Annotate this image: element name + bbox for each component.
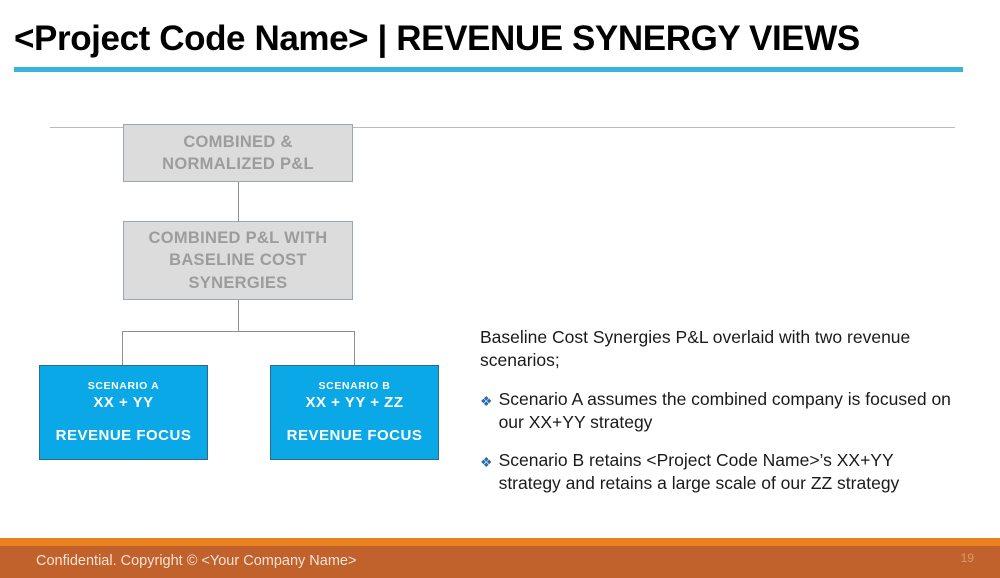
- background-rule-left: [50, 127, 955, 128]
- scenario-a-focus: REVENUE FOCUS: [55, 426, 192, 444]
- list-item: ❖ Scenario A assumes the combined compan…: [480, 388, 960, 435]
- page-title-text: <Project Code Name> | REVENUE SYNERGY VI…: [14, 18, 860, 58]
- notes-panel: Baseline Cost Synergies P&L overlaid wit…: [480, 326, 960, 509]
- connector-node1-node2: [238, 182, 239, 221]
- node-scenario-a[interactable]: SCENARIO A XX + YY REVENUE FOCUS: [39, 365, 208, 460]
- node-line-3: SYNERGIES: [188, 273, 288, 292]
- node-combined-pl-baseline-label: COMBINED P&L WITH BASELINE COST SYNERGIE…: [149, 227, 328, 294]
- connector-to-scenario-a: [122, 331, 123, 365]
- flow-diagram: COMBINED & NORMALIZED P&L COMBINED P&L W…: [39, 124, 955, 460]
- notes-lead-text: Baseline Cost Synergies P&L overlaid wit…: [480, 327, 911, 371]
- node-line-1: COMBINED &: [183, 132, 293, 151]
- title-accent-rule: [14, 67, 963, 72]
- footer-bar: [0, 546, 1000, 578]
- list-item-text: Scenario A assumes the combined company …: [498, 389, 951, 433]
- scenario-a-combo: XX + YY: [93, 394, 154, 412]
- list-item-text: Scenario B retains <Project Code Name>’s…: [498, 449, 900, 493]
- scenario-a-title: SCENARIO A: [87, 379, 160, 392]
- node-combined-normalized-pl[interactable]: COMBINED & NORMALIZED P&L: [123, 124, 353, 182]
- connector-split-bar: [122, 331, 355, 332]
- node-line-1: COMBINED P&L WITH: [148, 229, 328, 248]
- node-scenario-b[interactable]: SCENARIO B XX + YY + ZZ REVENUE FOCUS: [270, 365, 439, 460]
- node-combined-normalized-pl-label: COMBINED & NORMALIZED P&L: [162, 131, 314, 176]
- list-item: ❖ Scenario B retains <Project Code Name>…: [480, 449, 960, 496]
- node-line-2: NORMALIZED P&L: [162, 155, 314, 173]
- scenario-b-focus: REVENUE FOCUS: [286, 426, 423, 444]
- footer-page-number: 19: [960, 551, 974, 565]
- node-combined-pl-baseline-cost-synergies[interactable]: COMBINED P&L WITH BASELINE COST SYNERGIE…: [123, 221, 353, 300]
- connector-to-scenario-b: [354, 331, 355, 365]
- diamond-bullet-icon: ❖: [480, 393, 493, 410]
- footer-copyright-text: Confidential. Copyright © <Your Company …: [36, 553, 357, 569]
- footer-accent-strip: [0, 538, 1000, 546]
- diamond-bullet-icon: ❖: [480, 453, 493, 470]
- node-line-2: BASELINE COST: [169, 251, 307, 270]
- page-title: <Project Code Name> | REVENUE SYNERGY VI…: [14, 12, 974, 64]
- scenario-b-title: SCENARIO B: [318, 379, 391, 392]
- connector-node2-stem: [238, 300, 239, 332]
- scenario-b-combo: XX + YY + ZZ: [305, 394, 404, 412]
